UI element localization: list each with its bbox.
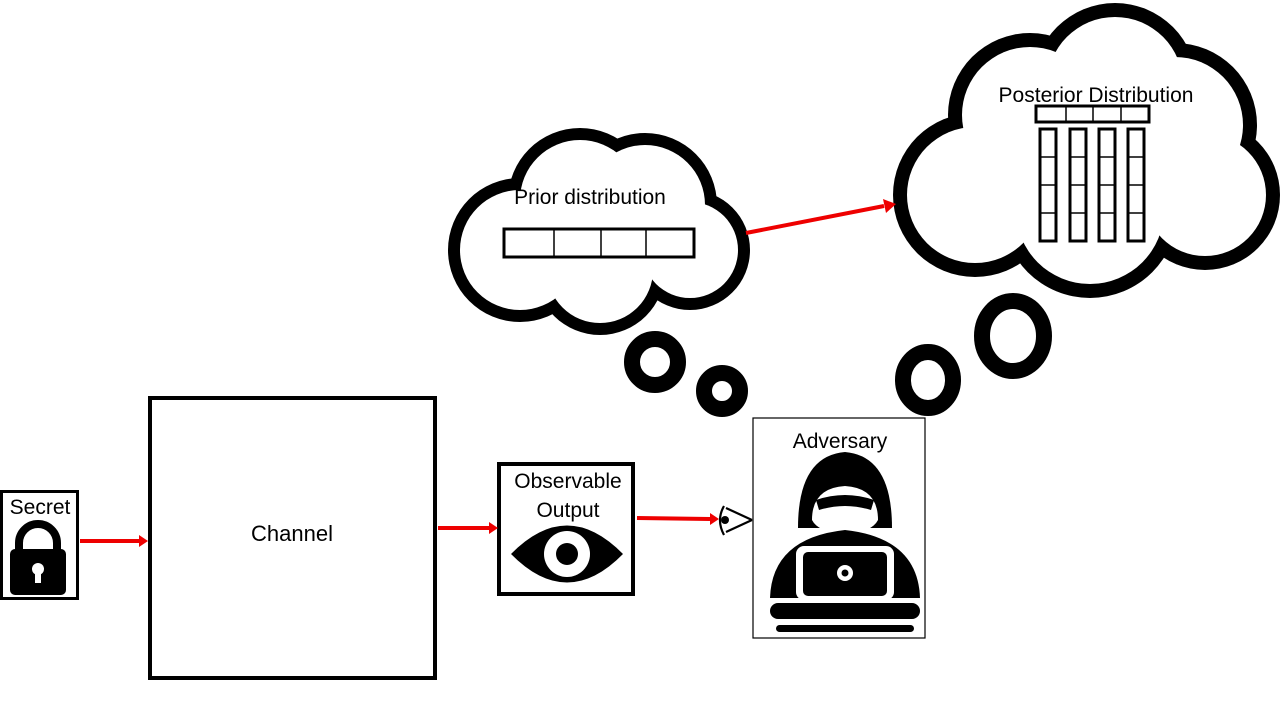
observable-label-line2: Output [536, 499, 599, 522]
posterior-label: Posterior Distribution [999, 84, 1194, 107]
arrow-secret-to-channel [80, 535, 148, 547]
prior-cloud: Prior distribution [448, 128, 750, 335]
prior-thought-bubbles [624, 331, 748, 417]
lock-icon [10, 520, 66, 595]
prior-distribution-vector [502, 227, 696, 259]
prior-label: Prior distribution [514, 186, 666, 209]
posterior-distribution-matrix [1034, 104, 1151, 243]
adversary-label: Adversary [793, 430, 888, 453]
flow-arrows [80, 199, 896, 547]
secret-box: Secret [0, 490, 79, 600]
arrow-channel-to-output [438, 522, 498, 534]
adversary-box: Adversary [752, 417, 926, 639]
observable-output-box: Observable Output [497, 462, 635, 596]
arrow-output-to-adversary [636, 513, 719, 525]
secret-label: Secret [10, 496, 71, 519]
posterior-cloud: Posterior Distribution [893, 3, 1280, 298]
channel-label: Channel [251, 521, 333, 546]
small-eye-icon [718, 505, 753, 536]
eye-icon [511, 525, 623, 583]
hacker-icon [770, 452, 920, 632]
channel-box: Channel [148, 396, 437, 680]
observable-label-line1: Observable [514, 470, 621, 493]
posterior-thought-bubbles [895, 293, 1052, 416]
arrow-prior-to-posterior [745, 199, 896, 235]
